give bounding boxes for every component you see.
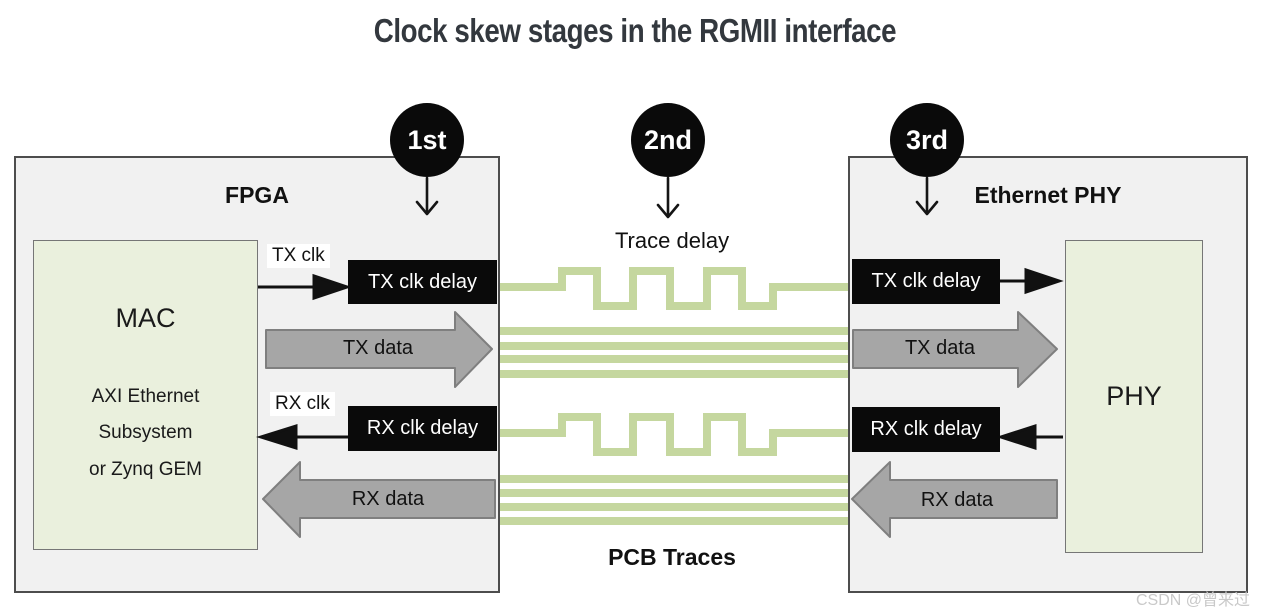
mac-subline-2: Subsystem xyxy=(98,422,193,443)
phy-chip-box xyxy=(1065,240,1203,553)
fpga-label: FPGA xyxy=(225,182,289,208)
tx-data-label-left: TX data xyxy=(342,337,414,359)
mac-box xyxy=(33,240,258,550)
fpga-tx-clk-delay-box: TX clk delay xyxy=(348,260,497,304)
tx-data-traces xyxy=(500,327,848,378)
mac-subline-3: or Zynq GEM xyxy=(89,459,202,480)
tx-data-label-right: TX data xyxy=(904,337,976,359)
rx-clk-label: RX clk xyxy=(270,392,335,416)
rx-data-label-right: RX data xyxy=(920,489,994,511)
mac-label: MAC xyxy=(115,303,176,333)
rx-clock-trace-waveform xyxy=(500,413,848,456)
rx-data-label-left: RX data xyxy=(351,488,425,510)
pcb-traces-label: PCB Traces xyxy=(608,544,736,570)
tx-clock-trace-waveform xyxy=(500,267,848,310)
diagram-title: Clock skew stages in the RGMII interface xyxy=(0,12,1270,50)
stage3-badge: 3rd xyxy=(890,103,964,177)
stage3-badge-text: 3rd xyxy=(905,124,949,155)
phy-chip-label: PHY xyxy=(1106,381,1162,411)
tx-clk-label: TX clk xyxy=(267,244,330,268)
mac-subline-1: AXI Ethernet xyxy=(91,386,200,407)
stage2-down-arrow xyxy=(656,176,680,219)
diagram-title-text: Clock skew stages in the RGMII interface xyxy=(373,12,897,49)
trace-delay-label: Trace delay xyxy=(614,228,730,253)
fpga-rx-clk-delay-box: RX clk delay xyxy=(348,406,497,451)
phy-tx-clk-delay-box: TX clk delay xyxy=(852,259,1000,304)
stage2-badge: 2nd xyxy=(631,103,705,177)
watermark: CSDN @曾来过 xyxy=(1135,592,1250,609)
phy-rx-clk-delay-box: RX clk delay xyxy=(852,407,1000,452)
ethernet-phy-label: Ethernet PHY xyxy=(974,182,1122,208)
stage1-badge: 1st xyxy=(390,103,464,177)
stage1-badge-text: 1st xyxy=(407,124,447,155)
stage2-badge-text: 2nd xyxy=(643,124,692,155)
rx-data-traces xyxy=(500,475,848,525)
